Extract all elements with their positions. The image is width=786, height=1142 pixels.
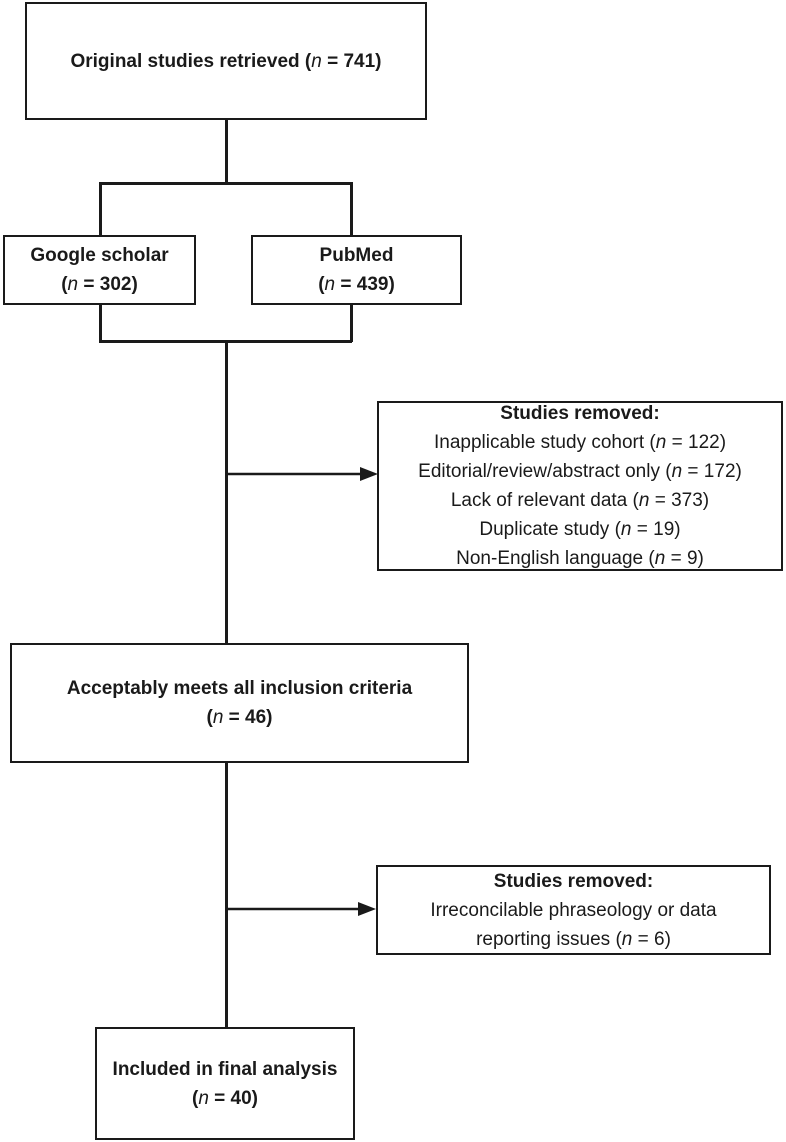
removed-item-lack-data: Lack of relevant data (n = 373) bbox=[450, 490, 710, 511]
removed-item-duplicate: Duplicate study (n = 19) bbox=[479, 519, 681, 540]
final-analysis-label: Included in final analysis bbox=[112, 1058, 338, 1080]
acceptable-criteria-label: Acceptably meets all inclusion criteria bbox=[66, 678, 413, 699]
google-scholar-title: Google scholar bbox=[30, 245, 169, 266]
removed-item-editorial: Editorial/review/abstract only (n = 172) bbox=[418, 461, 742, 482]
acceptable-criteria-box: Acceptably meets all inclusion criteria … bbox=[10, 643, 469, 763]
connector-right-to-pubmed bbox=[350, 182, 353, 236]
original-studies-box: Original studies retrieved (n = 741) bbox=[25, 2, 427, 120]
connector-original-down bbox=[225, 118, 228, 184]
pubmed-title: PubMed bbox=[319, 245, 394, 266]
studies-removed-box-2: Studies removed: Irreconcilable phraseol… bbox=[376, 865, 771, 955]
google-scholar-count: (n = 302) bbox=[61, 274, 138, 295]
final-analysis-count: (n = 40) bbox=[191, 1087, 259, 1109]
studies-removed-heading-2: Studies removed: bbox=[493, 870, 654, 892]
removed-item-non-english: Non-English language (n = 9) bbox=[456, 548, 704, 569]
studies-removed-box-1: Studies removed: Inapplicable study coho… bbox=[377, 401, 783, 571]
connector-split-top bbox=[99, 182, 352, 185]
acceptable-criteria-count: (n = 46) bbox=[206, 707, 273, 728]
removed2-line-2: reporting issues (n = 6) bbox=[476, 928, 671, 950]
pubmed-box: PubMed (n = 439) bbox=[251, 235, 462, 305]
connector-google-down bbox=[99, 305, 102, 342]
connector-left-to-google bbox=[99, 182, 102, 236]
original-studies-label: Original studies retrieved (n = 741) bbox=[70, 50, 382, 72]
removed-item-inapplicable: Inapplicable study cohort (n = 122) bbox=[433, 432, 727, 453]
removed2-line-1: Irreconcilable phraseology or data bbox=[430, 899, 717, 921]
studies-removed-heading-1: Studies removed: bbox=[500, 403, 660, 424]
connector-pubmed-down bbox=[350, 305, 353, 342]
pubmed-count: (n = 439) bbox=[318, 274, 395, 295]
connector-trunk-1 bbox=[225, 340, 228, 644]
google-scholar-box: Google scholar (n = 302) bbox=[3, 235, 196, 305]
final-analysis-box: Included in final analysis (n = 40) bbox=[95, 1027, 355, 1140]
connector-trunk-2 bbox=[225, 762, 228, 1028]
